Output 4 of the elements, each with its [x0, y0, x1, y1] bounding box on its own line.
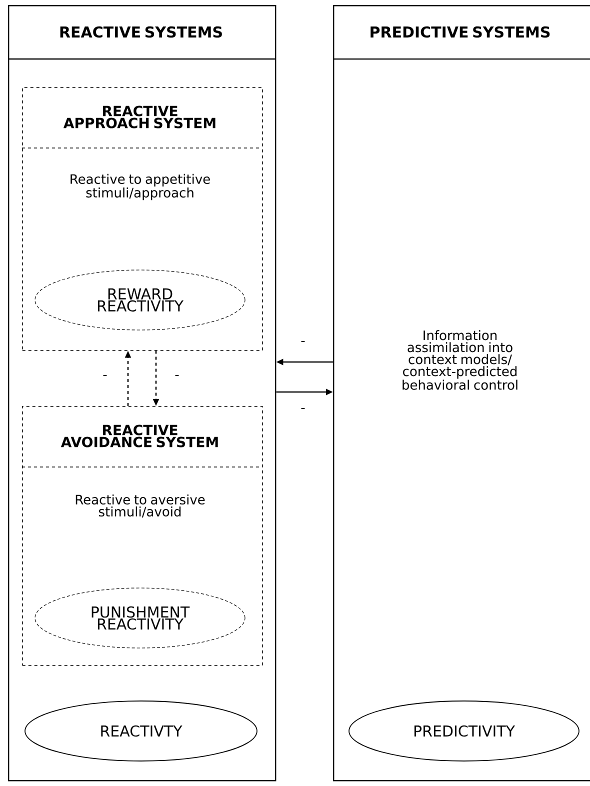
edge-label: -: [102, 374, 108, 380]
edge-label: -: [174, 374, 180, 380]
edge-label: -: [300, 406, 306, 414]
edge-label: -: [300, 340, 306, 346]
